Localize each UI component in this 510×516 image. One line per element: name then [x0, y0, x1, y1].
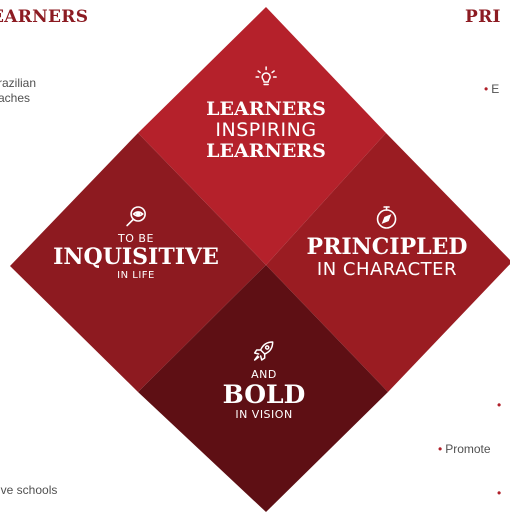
- magnifying-eye-icon: [126, 206, 146, 227]
- compass-icon: [377, 206, 397, 229]
- quadrant-right-text: PRINCIPLED IN CHARACTER: [306, 205, 468, 280]
- top-line-3: LEARNERS: [206, 140, 326, 162]
- right-bullet-3: •Promote: [438, 442, 491, 457]
- left-text-bottom: ive schools: [0, 483, 58, 497]
- left-text-line-2: aches: [0, 91, 31, 105]
- left-line-2: INQUISITIVE: [53, 244, 219, 270]
- bullet-dot: •: [438, 442, 443, 456]
- right-bullet-4: •: [497, 486, 504, 501]
- left-line-1: TO BE: [118, 232, 154, 245]
- right-bullet-2: •: [497, 398, 504, 413]
- bullet-dot: •: [484, 82, 489, 96]
- top-line-2: INSPIRING: [215, 119, 317, 141]
- quadrant-bottom-text: AND BOLD IN VISION: [222, 339, 306, 421]
- right-bullet-1-text: E: [491, 82, 500, 96]
- quadrant-left-text: TO BE INQUISITIVE IN LIFE: [53, 204, 219, 282]
- right-line-2: IN CHARACTER: [316, 259, 458, 280]
- bottom-line-3: IN VISION: [235, 408, 293, 421]
- top-line-1: LEARNERS: [206, 98, 326, 120]
- right-line-1: PRINCIPLED: [306, 234, 468, 260]
- quadrant-right: [266, 133, 510, 392]
- bottom-line-1: AND: [251, 368, 277, 381]
- left-text-line-1: razilian: [0, 76, 37, 90]
- right-column-heading: PRI: [465, 7, 501, 27]
- quadrant-left: [10, 133, 266, 392]
- lightbulb-icon: [255, 66, 277, 86]
- right-bullet-3-text: Promote: [445, 442, 491, 456]
- left-line-3: IN LIFE: [117, 270, 155, 281]
- quadrant-top: [138, 7, 386, 265]
- bullet-dot: •: [497, 486, 502, 500]
- bullet-dot: •: [497, 398, 502, 412]
- quadrant-bottom: [138, 265, 388, 512]
- right-bullet-1: •E: [484, 82, 499, 97]
- bottom-line-2: BOLD: [222, 380, 306, 409]
- left-column-heading: EARNERS: [0, 7, 89, 27]
- quadrant-top-text: LEARNERS INSPIRING LEARNERS: [206, 66, 326, 162]
- rocket-icon: [254, 341, 274, 361]
